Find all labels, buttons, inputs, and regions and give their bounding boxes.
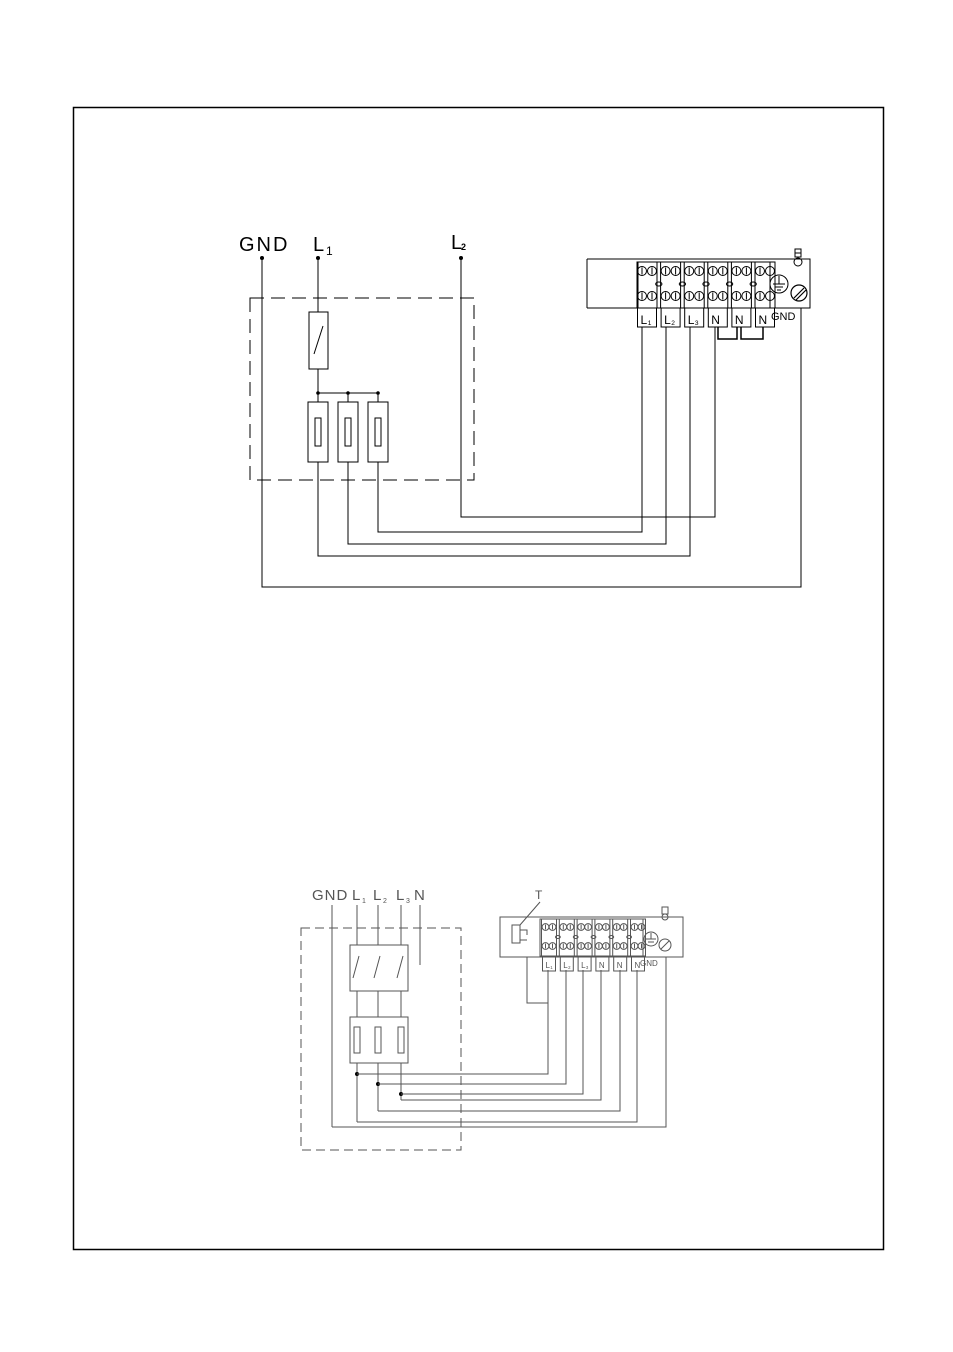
l2-subscript-2: 2	[383, 898, 387, 905]
wire-l2-to-n	[461, 258, 715, 517]
l1-subscript-2: 1	[362, 898, 366, 905]
wire2-n1	[401, 970, 601, 1100]
wiring-diagram-1: GND L 1 L 2	[239, 232, 810, 587]
wire2-l3	[401, 970, 583, 1094]
n-label-2: N	[414, 887, 425, 904]
terminal-label: N	[759, 313, 768, 327]
terminal-label: L	[688, 313, 695, 327]
wire2-gnd	[332, 957, 666, 1127]
terminal-label: N	[735, 313, 744, 327]
terminal-label: N	[711, 313, 720, 327]
wire-element1-to-l3	[318, 327, 690, 556]
heating-element-2	[338, 402, 358, 462]
terminal-label: N	[599, 961, 605, 970]
l2-subscript: 2	[461, 242, 466, 252]
wire2-n3	[357, 970, 637, 1122]
heating-element-1	[308, 402, 328, 462]
terminal-label-subscript: 1	[648, 320, 652, 327]
page-frame	[74, 108, 884, 1250]
terminal-label-subscript: 1	[550, 965, 553, 970]
terminal-label: N	[617, 961, 623, 970]
l3-subscript-2: 3	[406, 898, 410, 905]
heating-element-group-2	[350, 1017, 408, 1063]
n-bridge-2	[741, 327, 763, 339]
terminal-label-subscript: 3	[695, 320, 699, 327]
wire2-l1	[357, 970, 548, 1074]
wire2-n2	[378, 970, 620, 1111]
terminal-gnd-label: GND	[771, 311, 796, 323]
terminal-label: L	[641, 313, 648, 327]
terminal-label-subscript: 3	[586, 965, 589, 970]
l2-label-2: L	[373, 887, 381, 904]
terminal-label: L	[664, 313, 671, 327]
gnd-label: GND	[239, 234, 289, 256]
l1-subscript: 1	[326, 244, 333, 258]
wire2-l2	[378, 970, 566, 1084]
wire-gnd	[262, 258, 801, 587]
terminal-gnd-label-2: GND	[640, 959, 658, 968]
terminal-label-subscript: 2	[568, 965, 571, 970]
terminal-label-subscript: 2	[671, 320, 675, 327]
heating-element-2b	[375, 1027, 381, 1053]
heating-element-2c	[398, 1027, 404, 1053]
n-bridge-1	[718, 327, 737, 339]
l1-label-2: L	[352, 887, 360, 904]
wire-element3-to-l1	[378, 327, 642, 532]
gnd-label-2: GND	[312, 887, 348, 904]
appliance-enclosure	[250, 298, 474, 480]
l1-label: L	[313, 234, 324, 256]
heating-element-2a	[354, 1027, 360, 1053]
l3-label-2: L	[396, 887, 404, 904]
thermostat-label: T	[535, 888, 543, 902]
wiring-diagram-2: GND L 1 L 2 L 3 N	[301, 887, 683, 1150]
wire-element2-to-l2	[348, 327, 666, 544]
heating-element-3	[368, 402, 388, 462]
thermostat	[512, 925, 520, 943]
